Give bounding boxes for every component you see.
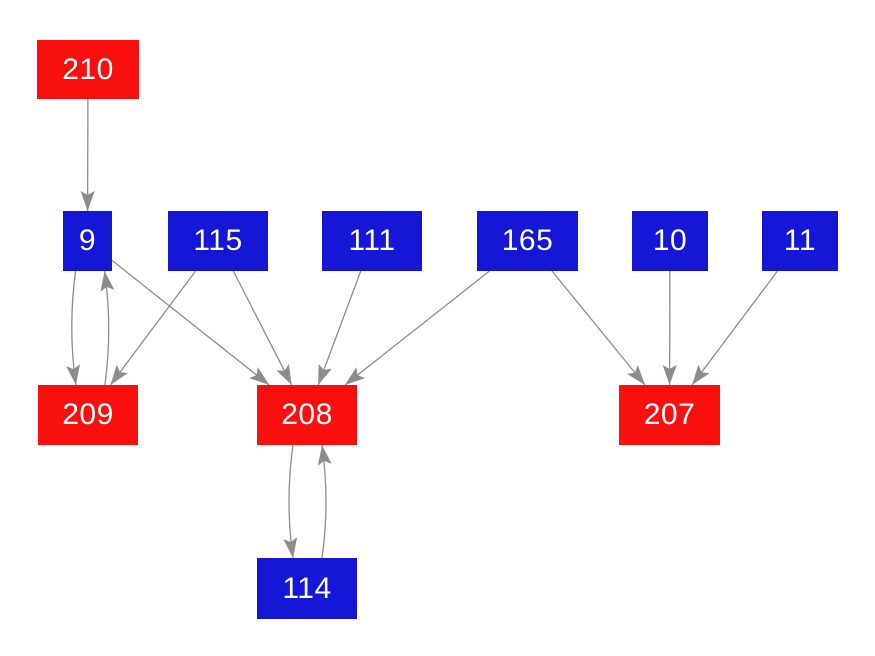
edge-9-209 — [66, 270, 81, 386]
edge-165-208 — [344, 270, 490, 386]
node-10: 10 — [632, 211, 708, 271]
node-label: 210 — [62, 52, 114, 86]
node-9: 9 — [63, 211, 112, 271]
edge-111-208 — [317, 270, 362, 386]
node-label: 111 — [348, 224, 396, 257]
edge-115-208 — [232, 270, 293, 386]
edge-165-207 — [551, 270, 646, 386]
node-label: 9 — [78, 224, 97, 257]
node-11: 11 — [762, 211, 838, 271]
edge-209-9 — [100, 270, 115, 386]
node-label: 165 — [501, 224, 554, 257]
node-label: 114 — [282, 571, 332, 605]
edge-208-114 — [283, 444, 298, 559]
node-209: 209 — [38, 385, 138, 445]
node-165: 165 — [477, 211, 578, 271]
edge-114-208 — [317, 444, 332, 559]
edge-9-208 — [111, 259, 270, 386]
node-111: 111 — [322, 211, 422, 271]
edge-115-209 — [109, 270, 197, 386]
node-114: 114 — [257, 558, 357, 619]
node-label: 115 — [193, 224, 243, 257]
node-208: 208 — [257, 385, 357, 445]
node-label: 209 — [62, 398, 114, 431]
node-label: 11 — [783, 224, 817, 257]
edge-11-207 — [691, 270, 779, 386]
node-115: 115 — [168, 211, 268, 271]
node-210: 210 — [37, 40, 139, 99]
node-label: 207 — [643, 398, 696, 431]
node-label: 10 — [652, 224, 688, 257]
node-label: 208 — [281, 398, 333, 431]
node-207: 207 — [619, 385, 720, 445]
